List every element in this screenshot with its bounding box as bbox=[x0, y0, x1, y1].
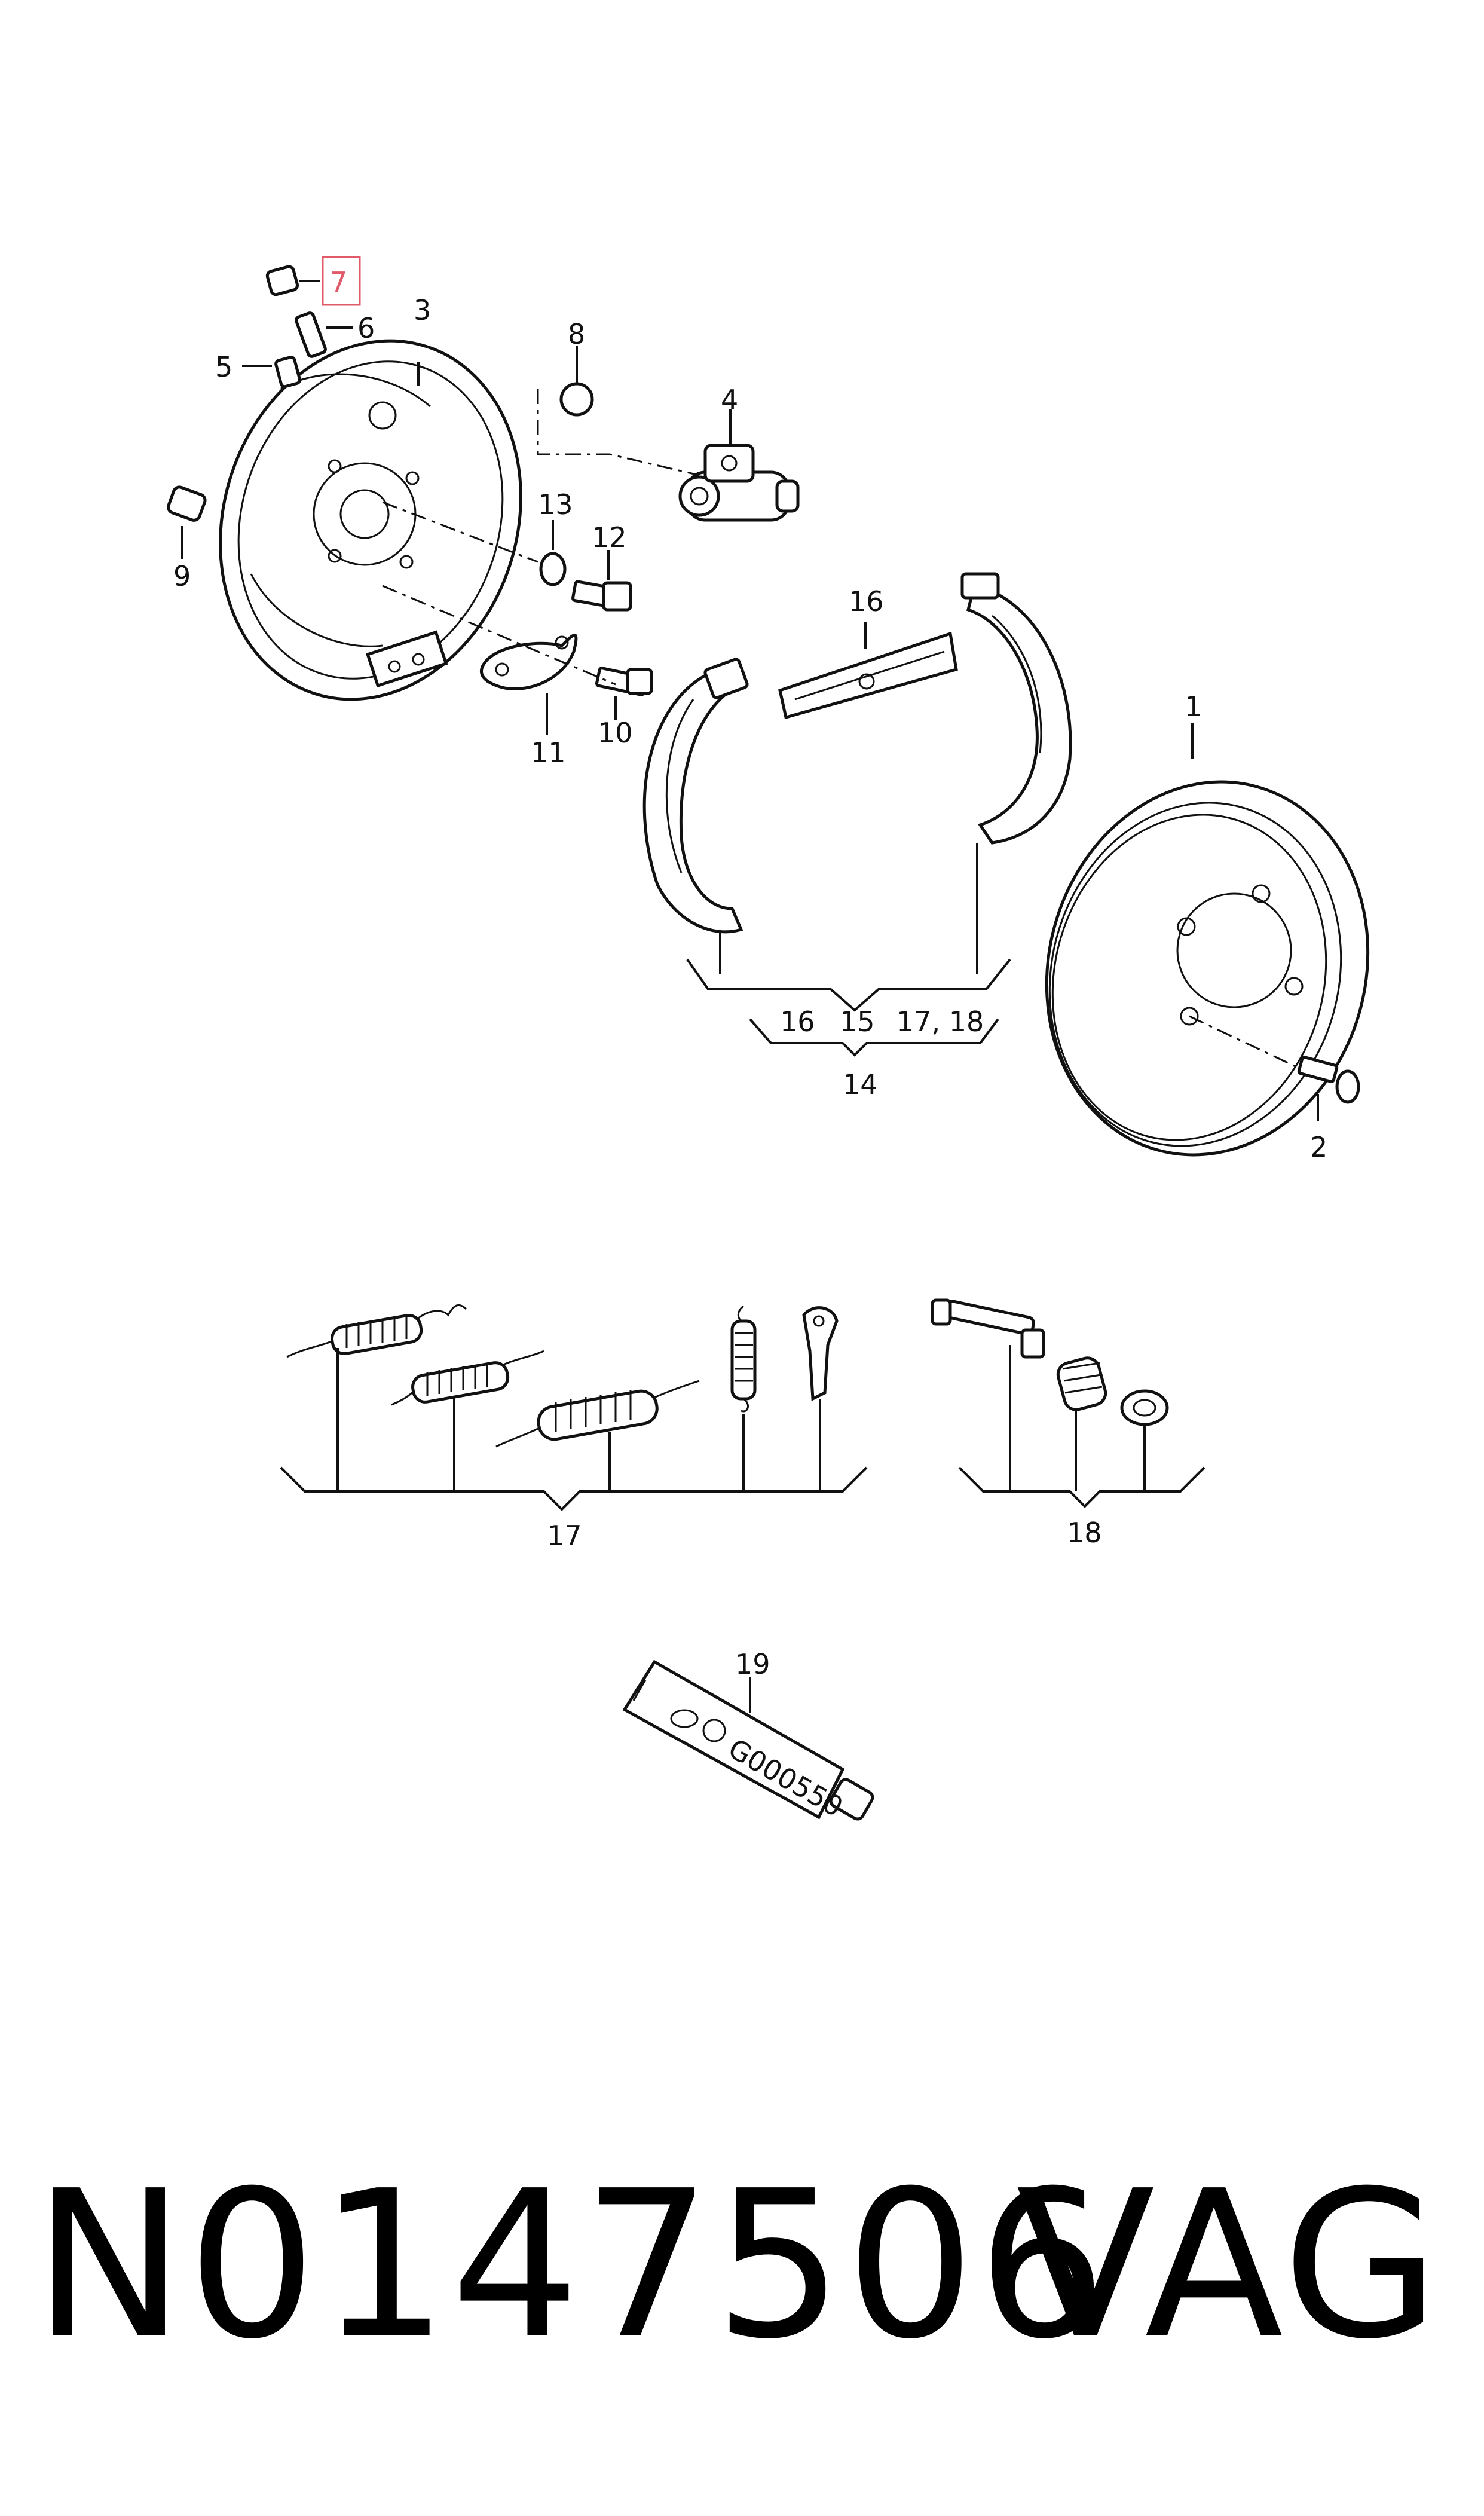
callout-6[interactable]: 6 bbox=[357, 312, 375, 344]
callout-7[interactable]: 7 bbox=[330, 266, 347, 298]
footer: N0147506 VAG bbox=[0, 2152, 1484, 2379]
callout-3[interactable]: 3 bbox=[414, 294, 431, 326]
callout-15[interactable]: 15 bbox=[840, 1005, 875, 1038]
bolt-10 bbox=[595, 667, 653, 720]
bleeder-cap-7 bbox=[265, 265, 320, 296]
spring-set-17 bbox=[280, 1304, 868, 1511]
brake-shoe-right bbox=[960, 572, 1072, 974]
highlight-box bbox=[322, 256, 361, 306]
part-number: N0147506 bbox=[33, 2147, 1109, 2384]
plug-8 bbox=[559, 346, 594, 417]
callout-18[interactable]: 18 bbox=[1067, 1517, 1102, 1549]
brake-drum bbox=[1045, 723, 1370, 1157]
callout-8[interactable]: 8 bbox=[568, 318, 585, 350]
washer-13 bbox=[539, 520, 567, 586]
grommet-9 bbox=[167, 485, 207, 559]
retainer-set-18 bbox=[931, 1298, 1205, 1508]
callout-16[interactable]: 16 bbox=[849, 585, 884, 617]
callout-10[interactable]: 10 bbox=[598, 717, 633, 749]
bolt-12 bbox=[571, 550, 632, 612]
bracket-shoe-set bbox=[686, 958, 1011, 1012]
callout-12[interactable]: 12 bbox=[592, 521, 627, 554]
bleeder-valve-6 bbox=[295, 311, 353, 358]
callout-14[interactable]: 14 bbox=[843, 1068, 878, 1100]
brand-name: VAG bbox=[1016, 2147, 1442, 2384]
adjuster-lever-11 bbox=[480, 634, 578, 735]
countersunk-screw-2 bbox=[1189, 1015, 1360, 1121]
callout-11[interactable]: 11 bbox=[531, 736, 566, 769]
brake-shoe-left bbox=[642, 658, 749, 974]
callout-9[interactable]: 9 bbox=[173, 560, 191, 592]
callout-1[interactable]: 1 bbox=[1185, 690, 1202, 723]
callout-17[interactable]: 17 bbox=[547, 1520, 582, 1552]
callout-13[interactable]: 13 bbox=[538, 488, 573, 521]
bracket-14 bbox=[749, 1018, 999, 1057]
wheel-cylinder bbox=[678, 409, 800, 522]
adjuster-strut-16 bbox=[778, 622, 958, 720]
callout-5[interactable]: 5 bbox=[215, 351, 232, 383]
callout-16-bracket[interactable]: 16 bbox=[780, 1005, 815, 1038]
callout-4[interactable]: 4 bbox=[721, 384, 738, 416]
callout-2[interactable]: 2 bbox=[1310, 1131, 1327, 1163]
grease-tube-19: G000550 bbox=[622, 1659, 874, 1823]
screw-5 bbox=[242, 356, 302, 389]
callout-19[interactable]: 19 bbox=[735, 1648, 770, 1680]
callout-17-18[interactable]: 17, 18 bbox=[896, 1005, 984, 1038]
